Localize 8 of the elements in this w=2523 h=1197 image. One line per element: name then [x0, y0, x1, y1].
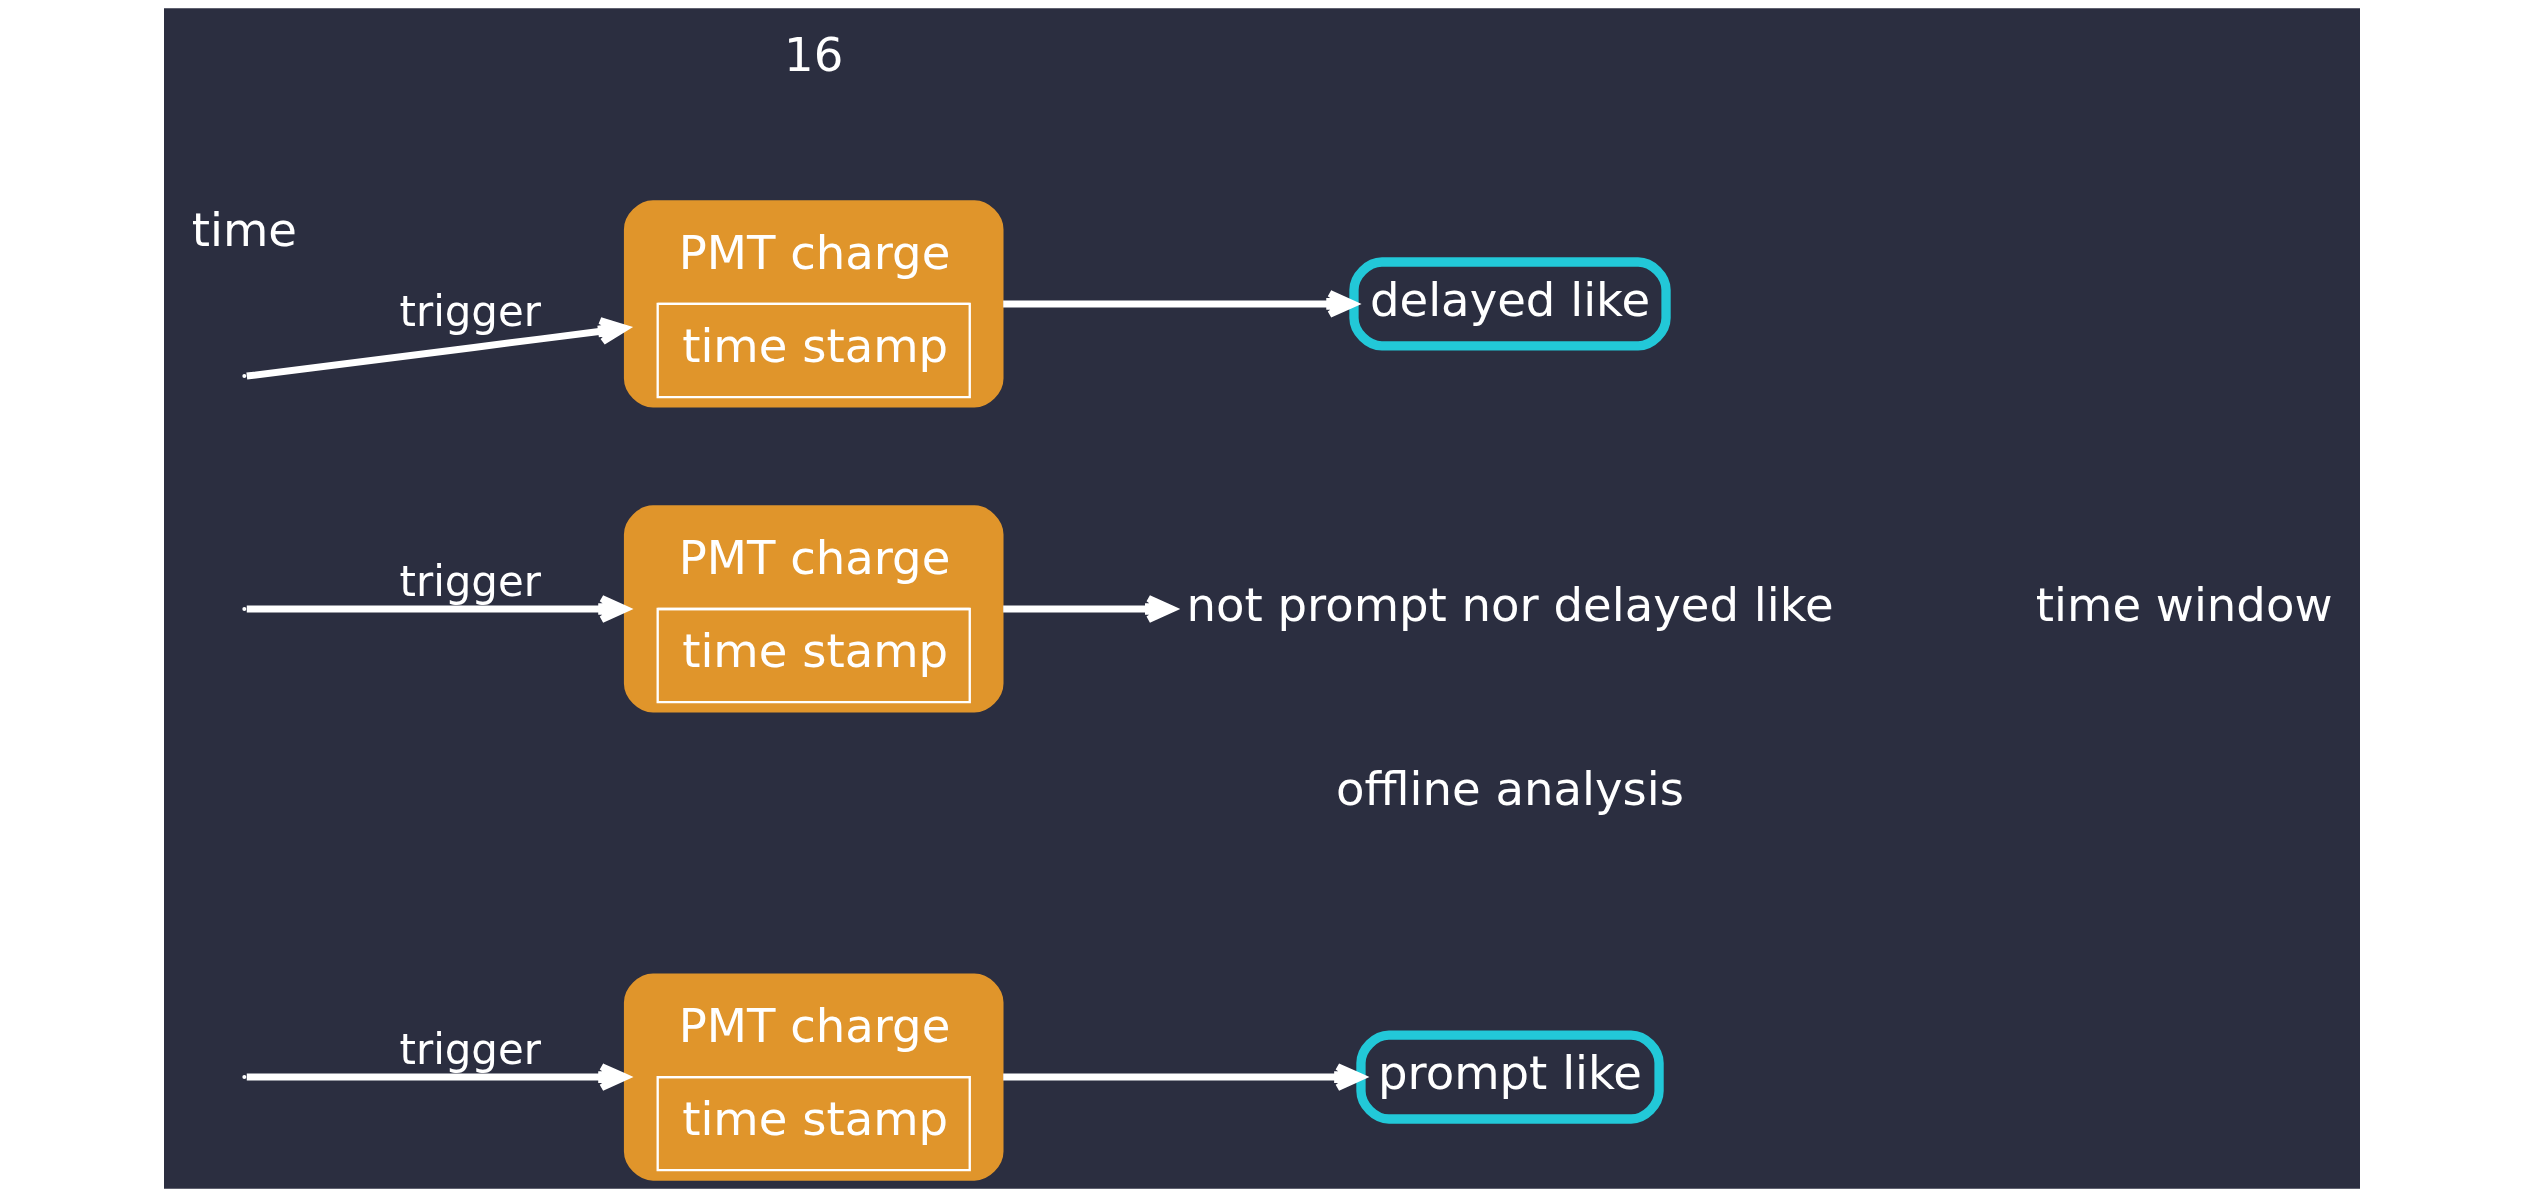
edge-label: trigger	[398, 556, 541, 606]
label: time window	[2035, 577, 2333, 632]
edge-label: trigger	[398, 286, 541, 336]
edge-label: trigger	[398, 1025, 541, 1075]
label: time	[191, 202, 297, 257]
label: offline analysis	[1335, 761, 1684, 816]
node-text: not prompt nor delayed like	[1185, 577, 1834, 632]
label: 16	[783, 28, 843, 83]
